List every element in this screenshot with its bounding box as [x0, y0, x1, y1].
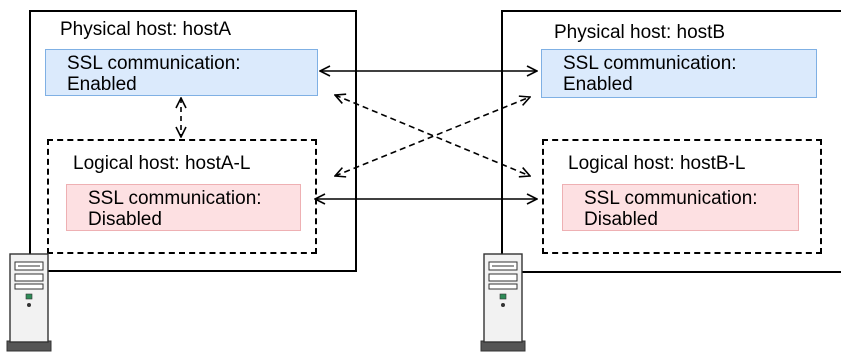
ssl-label-line1: SSL communication: — [88, 188, 262, 209]
ssl-label-line2: Disabled — [584, 209, 658, 230]
logical-host-a-label: Logical host: hostA-L — [73, 153, 251, 174]
ssl-status-host-a-l: SSL communication: Disabled — [66, 184, 301, 231]
ssl-label-line2: Enabled — [563, 74, 633, 95]
ssl-label-line1: SSL communication: — [563, 53, 737, 74]
ssl-label-line1: SSL communication: — [584, 188, 758, 209]
ssl-label-line2: Enabled — [67, 74, 137, 95]
ssl-label-line1: SSL communication: — [67, 53, 241, 74]
ssl-status-host-b: SSL communication: Enabled — [541, 49, 817, 98]
logical-host-b-label: Logical host: hostB-L — [568, 153, 746, 174]
ssl-label-line2: Disabled — [88, 209, 162, 230]
ssl-status-host-a: SSL communication: Enabled — [45, 49, 318, 96]
ssl-status-host-b-l: SSL communication: Disabled — [562, 184, 799, 231]
physical-host-b-label: Physical host: hostB — [554, 22, 726, 43]
physical-host-a-label: Physical host: hostA — [60, 19, 232, 40]
arrow-logical-a-to-ssl-b — [335, 97, 530, 176]
